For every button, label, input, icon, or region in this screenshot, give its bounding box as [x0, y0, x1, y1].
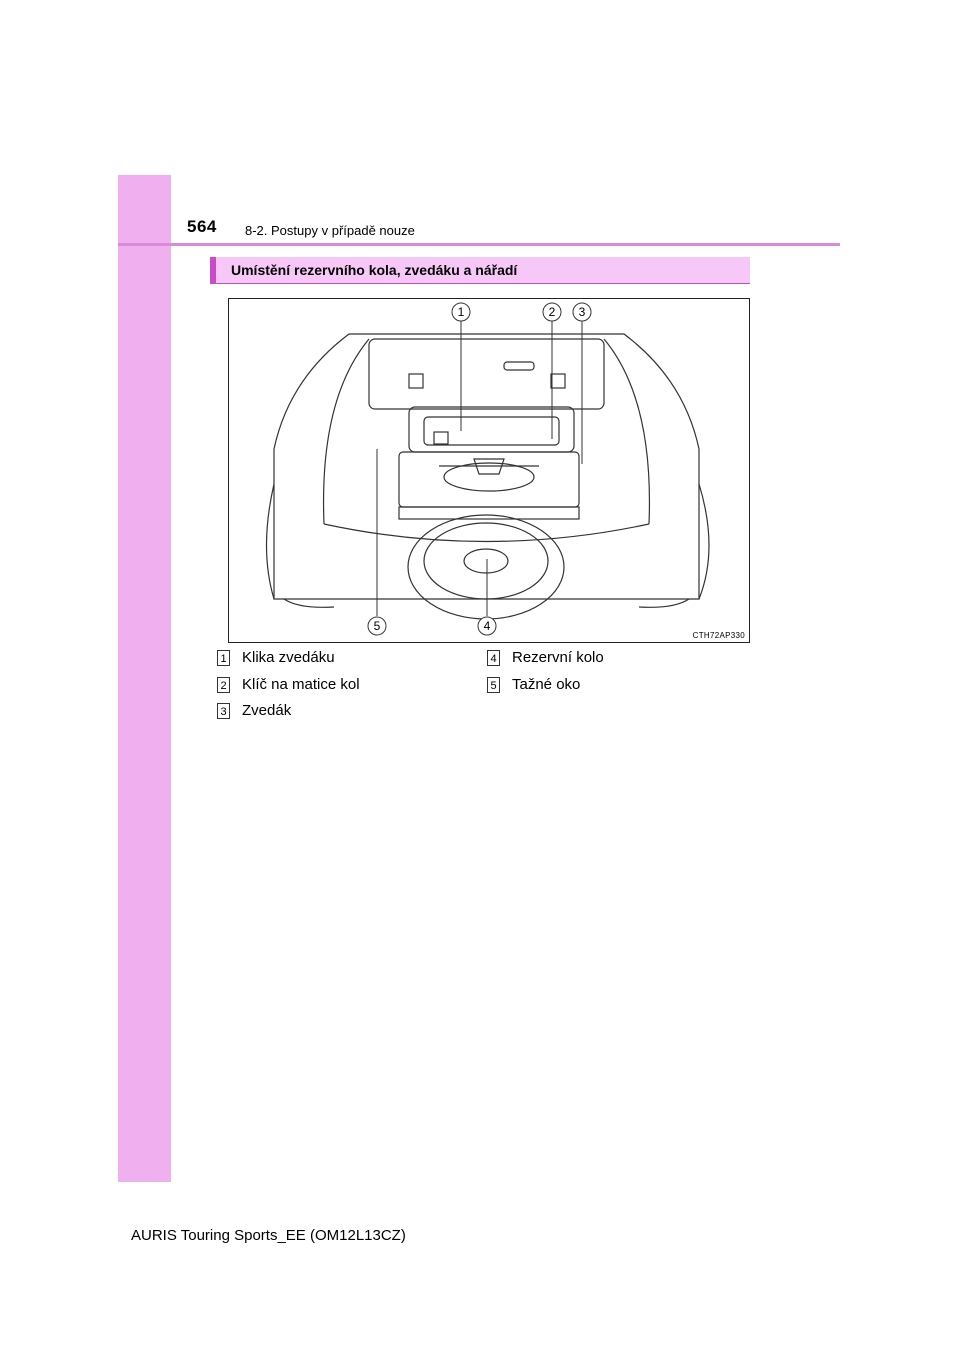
heading-bar: Umístění rezervního kola, zvedáku a nářa…	[210, 257, 750, 284]
trunk-drawing: 1 2 3 4 5	[265, 302, 710, 636]
legend-label: Rezervní kolo	[512, 649, 604, 666]
legend-number: 1	[217, 649, 230, 666]
heading-text: Umístění rezervního kola, zvedáku a nářa…	[231, 262, 518, 278]
legend-item: 5 Tažné oko	[487, 676, 580, 693]
legend-item: 4 Rezervní kolo	[487, 649, 604, 666]
callout-1: 1	[458, 305, 465, 319]
callout-4: 4	[484, 619, 491, 633]
figure-code: CTH72AP330	[692, 631, 745, 640]
legend-number: 4	[487, 649, 500, 666]
legend-label: Klíč na matice kol	[242, 676, 360, 693]
footer-model-code: AURIS Touring Sports_EE (OM12L13CZ)	[131, 1227, 406, 1244]
chapter-side-tab	[118, 175, 171, 1182]
legend-item: 1 Klika zvedáku	[217, 649, 335, 666]
callout-5: 5	[374, 619, 381, 633]
section-title: 8-2. Postupy v případě nouze	[245, 223, 415, 238]
legend-number: 2	[217, 676, 230, 693]
legend-item: 3 Zvedák	[217, 702, 291, 719]
header-rule	[118, 243, 840, 246]
legend-label: Zvedák	[242, 702, 292, 719]
trunk-illustration: 1 2 3 4 5 CTH72AP330	[228, 298, 750, 643]
legend-item: 2 Klíč na matice kol	[217, 676, 360, 693]
legend-number: 5	[487, 676, 500, 693]
legend-number: 3	[217, 702, 230, 719]
callout-2: 2	[549, 305, 556, 319]
legend-label: Tažné oko	[512, 676, 581, 693]
legend-label: Klika zvedáku	[242, 649, 335, 666]
page-number: 564	[187, 217, 217, 236]
callout-3: 3	[579, 305, 586, 319]
